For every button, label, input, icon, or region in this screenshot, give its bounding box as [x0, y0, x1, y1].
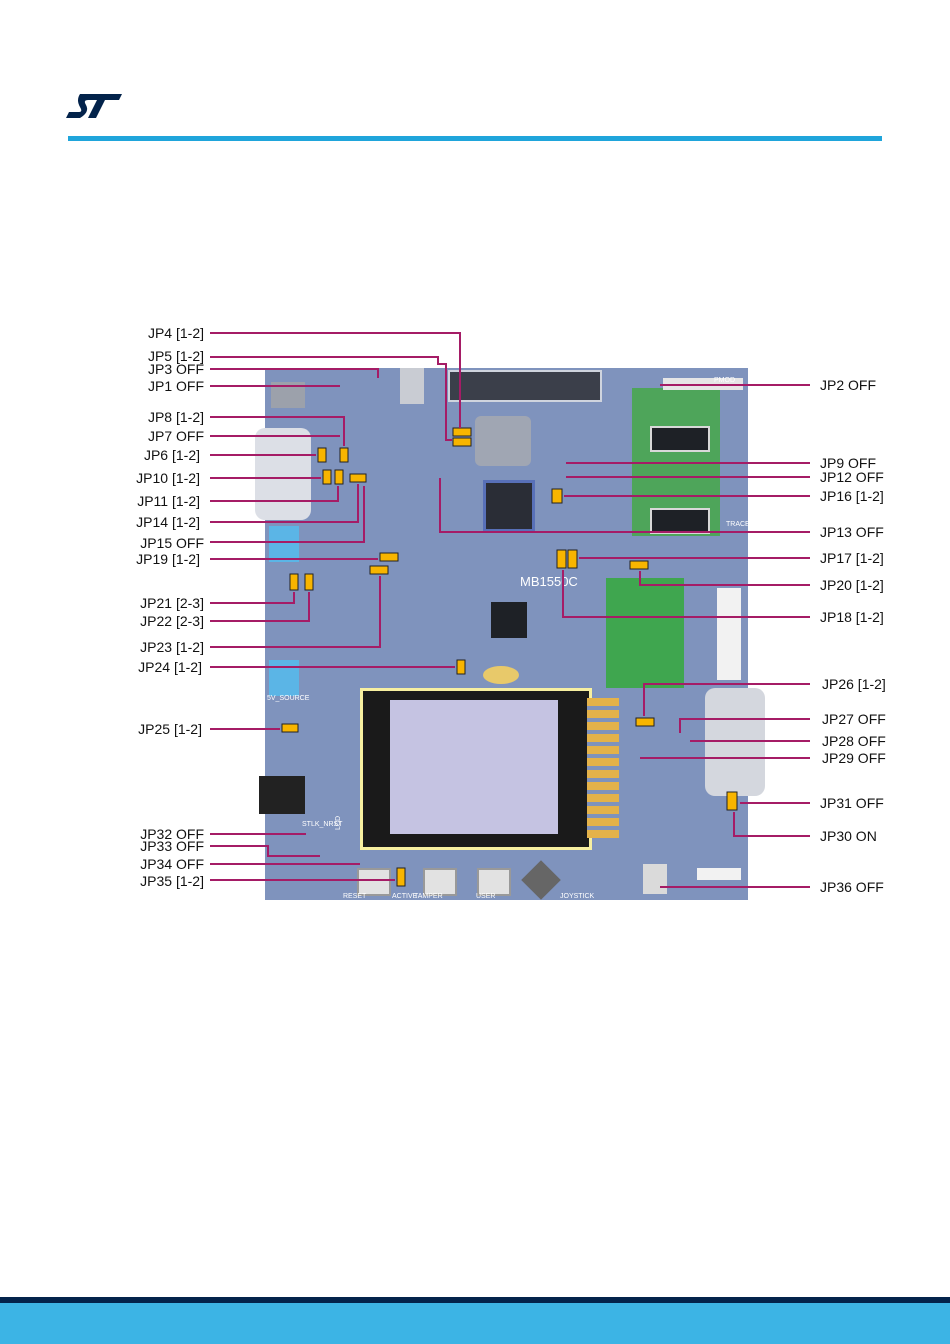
footer-bar: [0, 1303, 950, 1344]
usb-connector: [400, 368, 424, 404]
callout-label-jp36: JP36 OFF: [820, 879, 884, 895]
board-name: MB1550C: [520, 574, 578, 589]
callout-label-jp9: JP9 OFF: [820, 455, 876, 471]
serial-connector-left: [255, 428, 311, 520]
callout-label-jp10: JP10 [1-2]: [136, 470, 200, 486]
silk-pwr-source: 5V_SOURCE: [267, 695, 310, 702]
callout-label-jp2: JP2 OFF: [820, 377, 876, 393]
jumper-jp25: [281, 723, 299, 733]
jumper-jp5: [452, 437, 472, 447]
silk-reset: RESET: [343, 893, 367, 900]
silk-user: USER: [476, 893, 495, 900]
callout-lines-right: [439, 384, 810, 888]
user-button: [477, 868, 511, 896]
callout-label-jp13: JP13 OFF: [820, 524, 884, 540]
callout-label-jp7: JP7 OFF: [148, 428, 204, 444]
green-module-right: [606, 578, 684, 688]
callout-label-jp4: JP4 [1-2]: [148, 325, 204, 341]
jumper-jp24: [456, 659, 466, 675]
callout-label-jp12: JP12 OFF: [820, 469, 884, 485]
callout-label-jp34: JP34 OFF: [140, 856, 204, 872]
top-header-connector: [448, 370, 602, 402]
jumper-jp20: [629, 560, 649, 570]
callout-label-jp14: JP14 [1-2]: [136, 514, 200, 530]
coin-cell: [483, 666, 519, 684]
callout-label-jp3: JP3 OFF: [148, 361, 204, 377]
footer-bar-dark: [0, 1297, 950, 1303]
jumper-blocks: [281, 427, 738, 887]
silk-lcd: LCD: [335, 816, 342, 830]
callout-label-jp24: JP24 [1-2]: [138, 659, 202, 675]
callout-label-jp1: JP1 OFF: [148, 378, 204, 394]
callout-label-jp19: JP19 [1-2]: [136, 551, 200, 567]
callout-label-jp23: JP23 [1-2]: [140, 639, 204, 655]
callout-label-jp26: JP26 [1-2]: [822, 676, 886, 692]
st-logo-icon: [66, 94, 122, 118]
board-image: [255, 368, 765, 900]
jumper-jp35: [396, 867, 406, 887]
callout-label-jp17: JP17 [1-2]: [820, 550, 884, 566]
silk-pmod: PMOD: [714, 377, 735, 384]
silk-joystick: JOYSTICK: [560, 893, 595, 900]
callout-lines-left: [210, 332, 461, 881]
jumper-jp19: [379, 552, 399, 562]
mcu-chip-small: [483, 480, 535, 532]
jumper-jp6: [317, 447, 327, 463]
audio-header: [697, 868, 741, 880]
jumper-jp23: [369, 565, 389, 575]
power-jack: [259, 776, 305, 814]
jumper-jp8: [339, 447, 349, 463]
mcu-chip: [491, 602, 527, 638]
callout-label-jp32: JP32 OFF: [140, 826, 204, 842]
reset-button: [357, 868, 391, 896]
jumper-jp18: [567, 549, 578, 569]
right-pin-header: [717, 588, 741, 680]
callout-label-jp5: JP5 [1-2]: [148, 348, 204, 364]
lcd-pin-array: [587, 698, 619, 838]
lcd-screen: [390, 700, 558, 834]
callout-label-jp8: JP8 [1-2]: [148, 409, 204, 425]
callout-label-jp28: JP28 OFF: [822, 733, 886, 749]
jumper-jp14: [349, 473, 367, 483]
jumper-jp21: [289, 573, 299, 591]
jumper-jp16: [551, 488, 563, 504]
jumper-jp17: [556, 549, 567, 569]
callout-label-jp27: JP27 OFF: [822, 711, 886, 727]
callout-label-jp11: JP11 [1-2]: [137, 493, 200, 509]
jumper-jp26: [635, 717, 655, 727]
callout-label-jp30: JP30 ON: [820, 828, 877, 844]
silk-tamper: TAMPER: [414, 893, 443, 900]
jumper-jp4: [452, 427, 472, 437]
jumper-jp11: [334, 469, 344, 485]
callout-label-jp16: JP16 [1-2]: [820, 488, 884, 504]
potentiometer-1: [269, 526, 299, 562]
green-module-socket-1: [650, 426, 710, 452]
tamper-button: [423, 868, 457, 896]
silk-active: ACTIVE: [392, 893, 418, 900]
silk-stlk-nrst: STLK_NRST: [302, 821, 343, 828]
header-rule: [68, 136, 882, 141]
callout-label-jp6: JP6 [1-2]: [144, 447, 200, 463]
callout-label-jp15: JP15 OFF: [140, 535, 204, 551]
callout-label-jp18: JP18 [1-2]: [820, 609, 884, 625]
jumper-jp10: [322, 469, 332, 485]
callout-label-jp29: JP29 OFF: [822, 750, 886, 766]
camera-module: [475, 416, 531, 466]
jumper-jp30: [726, 791, 738, 811]
callout-labels-left: JP4 [1-2] JP5 [1-2] JP3 OFF JP1 OFF JP8 …: [136, 325, 204, 889]
jumper-jp22: [304, 573, 314, 591]
callout-label-jp35: JP35 [1-2]: [140, 873, 204, 889]
callout-label-jp21: JP21 [2-3]: [140, 595, 204, 611]
callout-label-jp22: JP22 [2-3]: [140, 613, 204, 629]
silk-trace: TRACE: [726, 521, 750, 528]
callout-label-jp20: JP20 [1-2]: [820, 577, 884, 593]
callout-label-jp25: JP25 [1-2]: [138, 721, 202, 737]
callout-label-jp31: JP31 OFF: [820, 795, 884, 811]
dip-switch: [643, 864, 667, 894]
callout-labels-right: JP2 OFF JP9 OFF JP12 OFF JP16 [1-2] JP13…: [820, 377, 886, 895]
callout-label-jp33: JP33 OFF: [140, 838, 204, 854]
